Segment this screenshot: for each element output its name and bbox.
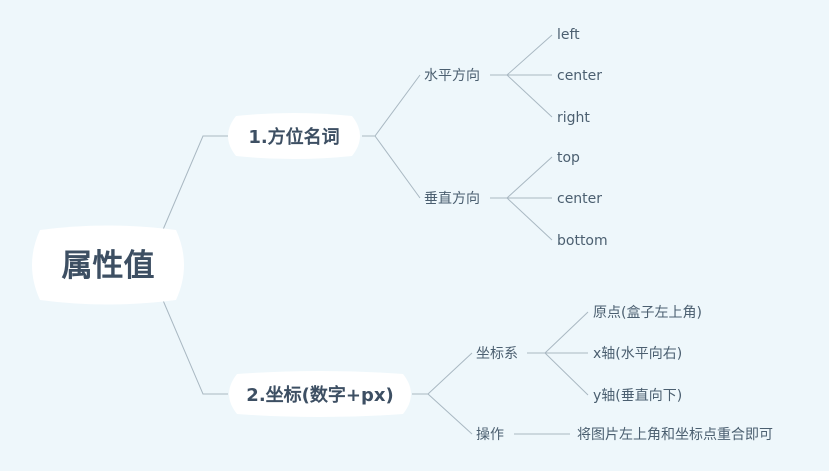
root-node-label: 属性值 [62,248,155,284]
sub-node-vertical[interactable]: 垂直方向 [424,190,480,207]
branch-node-position-keywords[interactable]: 1.方位名词 [228,113,360,159]
connector-coord-system-to-y-axis [544,352,589,396]
leaf-node-right[interactable]: right [557,110,590,126]
branch-node-coordinates-shape [229,371,411,417]
sub-node-horizontal[interactable]: 水平方向 [424,68,480,84]
root-node[interactable]: 属性值 [32,225,184,305]
leaf-node-y-axis[interactable]: y轴(垂直向下) [593,387,682,404]
root-node-shape [32,225,184,305]
branch-node-coordinates[interactable]: 2.坐标(数字+px) [229,371,411,417]
connector-vertical-to-top [490,156,553,199]
connector-branch-1-to-vertical [374,135,421,199]
leaf-node-horizontal-center[interactable]: center [557,68,602,84]
leaf-node-origin[interactable]: 原点(盒子左上角) [593,304,702,321]
connector-vertical-to-bottom [506,197,553,241]
connector-horizontal-to-right [506,74,553,118]
branch-node-position-keywords-label: 1.方位名词 [248,126,339,148]
leaf-node-top[interactable]: top [557,150,580,166]
connector-root-to-branch-2 [161,297,228,395]
leaf-node-vertical-center[interactable]: center [557,191,602,207]
connector-branch-2-to-coord-system [412,352,473,395]
leaf-node-bottom[interactable]: bottom [557,233,608,249]
leaf-node-operation-instruction[interactable]: 将图片左上角和坐标点重合即可 [577,427,773,443]
branch-node-coordinates-label: 2.坐标(数字+px) [246,384,393,406]
sub-node-coord-system[interactable]: 坐标系 [476,346,518,362]
connectors [161,34,589,435]
connector-coord-system-to-origin [527,311,589,354]
connector-branch-1-to-horizontal [362,74,421,137]
connector-branch-2-to-operation [427,393,473,435]
sub-node-operation[interactable]: 操作 [476,427,504,443]
leaf-node-x-axis[interactable]: x轴(水平向右) [593,346,682,362]
leaf-node-left[interactable]: left [557,27,580,43]
connector-root-to-branch-1 [161,135,228,233]
connector-horizontal-to-left [490,34,553,76]
branch-node-position-keywords-shape [228,113,360,159]
